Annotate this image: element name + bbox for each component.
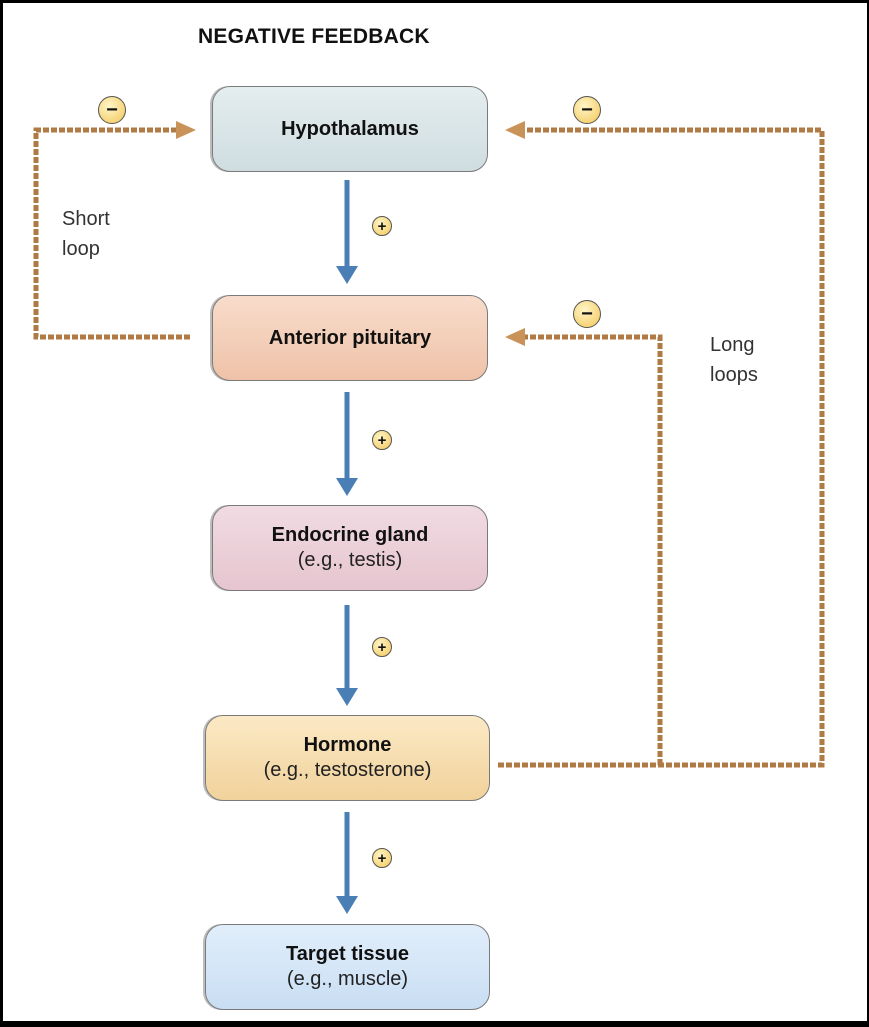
short-loop-label: Short loop bbox=[62, 204, 110, 264]
arrow-hormone-to-target bbox=[336, 812, 358, 914]
diagram-title: NEGATIVE FEEDBACK bbox=[198, 25, 430, 48]
plus-sign-icon: + bbox=[372, 216, 392, 236]
node-label: Hormone bbox=[303, 734, 392, 756]
long-loops-label-line2: loops bbox=[710, 364, 758, 386]
arrow-pituitary-to-endocrine bbox=[336, 392, 358, 496]
node-anterior-pituitary: Anterior pituitary bbox=[212, 295, 488, 381]
arrow-hypothalamus-to-pituitary bbox=[336, 180, 358, 284]
node-sublabel: (e.g., testis) bbox=[297, 549, 403, 571]
node-sublabel: (e.g., muscle) bbox=[286, 968, 409, 990]
minus-sign-icon: − bbox=[573, 300, 601, 328]
plus-sign-icon: + bbox=[372, 848, 392, 868]
minus-sign-icon: − bbox=[98, 96, 126, 124]
long-loops-label-line1: Long bbox=[710, 334, 755, 356]
node-endocrine-gland: Endocrine gland (e.g., testis) bbox=[212, 505, 488, 591]
node-label: Target tissue bbox=[286, 943, 409, 965]
plus-sign-icon: + bbox=[372, 430, 392, 450]
feedback-arrowheads bbox=[176, 121, 525, 346]
node-hypothalamus: Hypothalamus bbox=[212, 86, 488, 172]
node-hormone: Hormone (e.g., testosterone) bbox=[205, 715, 490, 801]
node-label: Anterior pituitary bbox=[268, 326, 432, 349]
arrow-endocrine-to-hormone bbox=[336, 605, 358, 706]
short-loop-path bbox=[33, 127, 190, 340]
node-label: Hypothalamus bbox=[281, 117, 419, 140]
node-sublabel: (e.g., testosterone) bbox=[263, 759, 432, 781]
minus-sign-icon: − bbox=[573, 96, 601, 124]
long-loop-inner-path bbox=[525, 334, 663, 765]
short-loop-arrowhead bbox=[176, 121, 196, 139]
feedback-loops bbox=[33, 127, 825, 768]
node-label: Endocrine gland bbox=[271, 524, 429, 546]
stimulation-arrows bbox=[336, 180, 358, 914]
long-loop-outer-arrowhead bbox=[505, 121, 525, 139]
long-loops-label: Long loops bbox=[710, 330, 758, 390]
short-loop-label-line1: Short bbox=[62, 208, 110, 230]
short-loop-label-line2: loop bbox=[62, 238, 100, 260]
node-target-tissue: Target tissue (e.g., muscle) bbox=[205, 924, 490, 1010]
plus-sign-icon: + bbox=[372, 637, 392, 657]
long-loop-inner-arrowhead bbox=[505, 328, 525, 346]
